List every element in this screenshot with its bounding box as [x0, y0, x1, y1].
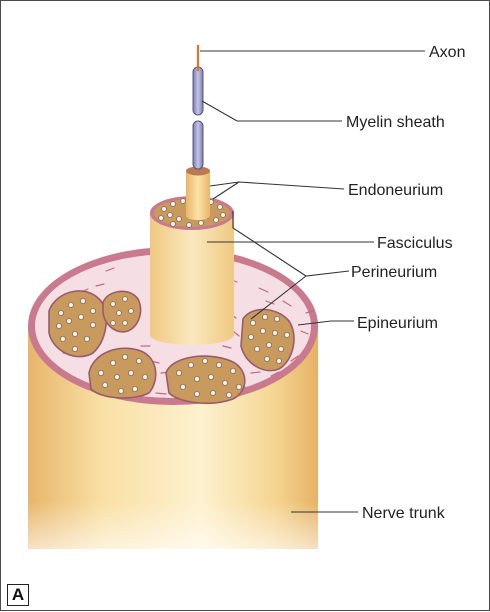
- leader-endoneurium: [210, 182, 344, 199]
- label-axon: Axon: [429, 44, 465, 61]
- leader-myelin: [202, 101, 342, 121]
- myelin-sheath: [193, 67, 203, 169]
- label-fasciculus: Fasciculus: [377, 235, 453, 252]
- label-myelin-sheath: Myelin sheath: [346, 114, 445, 131]
- label-perineurium: Perineurium: [351, 264, 437, 281]
- label-endoneurium: Endoneurium: [348, 182, 443, 199]
- panel-letter: A: [7, 584, 29, 606]
- fascicle-top: [103, 291, 141, 331]
- label-nerve-trunk: Nerve trunk: [362, 505, 446, 522]
- label-epineurium: Epineurium: [357, 315, 438, 332]
- endoneurium-tube: [186, 167, 210, 221]
